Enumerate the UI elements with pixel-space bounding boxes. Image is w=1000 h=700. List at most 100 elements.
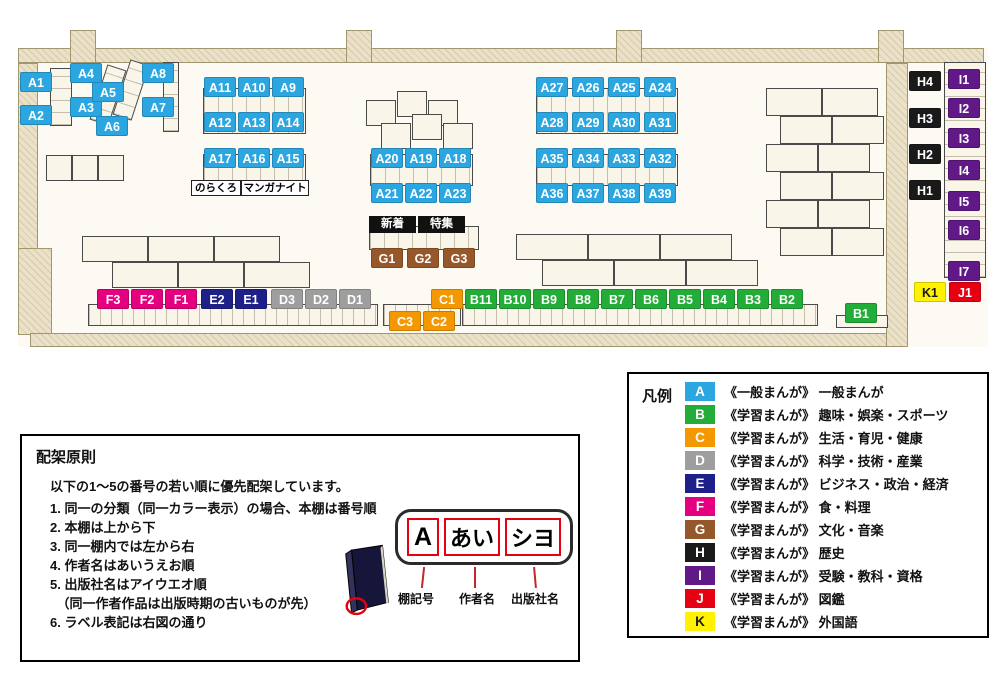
shelf-label-A23: A23 bbox=[439, 183, 471, 203]
shelf-label-A38: A38 bbox=[608, 183, 640, 203]
shelf-label-D2: D2 bbox=[305, 289, 337, 309]
legend-chip-J: J bbox=[685, 589, 715, 608]
shelf-label-A21: A21 bbox=[371, 183, 403, 203]
shelf-label-F3: F3 bbox=[97, 289, 129, 309]
shelf-label-A31: A31 bbox=[644, 112, 676, 132]
principles-box: 配架原則 以下の1～5の番号の若い順に優先配架しています。 1. 同一の分類（同… bbox=[20, 434, 580, 662]
shelf-label-B4: B4 bbox=[703, 289, 735, 309]
shelf-label-A8: A8 bbox=[142, 63, 174, 83]
shelf-label-A36: A36 bbox=[536, 183, 568, 203]
shelf-label-B8: B8 bbox=[567, 289, 599, 309]
shelf-label-I6: I6 bbox=[948, 220, 980, 240]
shelf-label-A24: A24 bbox=[644, 77, 676, 97]
legend-chip-A: A bbox=[685, 382, 715, 401]
legend-row-C: C 《学習まんが》 生活・育児・健康 bbox=[685, 426, 949, 449]
legend-label-J: 《学習まんが》 図鑑 bbox=[724, 592, 845, 607]
shelf-label-A9: A9 bbox=[272, 77, 304, 97]
shelf-block bbox=[412, 114, 442, 140]
label-position-circle bbox=[345, 597, 368, 616]
wall-segment bbox=[346, 30, 372, 63]
shelf-block bbox=[780, 116, 832, 144]
shelf-block bbox=[542, 260, 614, 286]
shelf-label-C2: C2 bbox=[423, 311, 455, 331]
shelf-label-B11: B11 bbox=[465, 289, 497, 309]
shelf-label-A39: A39 bbox=[644, 183, 676, 203]
caption-shelf-code: 棚記号 bbox=[398, 592, 435, 606]
label-example-author: あい bbox=[444, 518, 500, 556]
shelf-label-A28: A28 bbox=[536, 112, 568, 132]
label-example-shelf-code: A bbox=[407, 518, 439, 556]
legend-row-H: H《学習まんが》 歴史 bbox=[685, 541, 949, 564]
wall-segment bbox=[18, 48, 984, 63]
shelf-label-A19: A19 bbox=[405, 148, 437, 168]
shelf-label-B7: B7 bbox=[601, 289, 633, 309]
legend-row-G: G《学習まんが》 文化・音楽 bbox=[685, 518, 949, 541]
shelf-block bbox=[72, 155, 98, 181]
shelf-block bbox=[822, 88, 878, 116]
principles-rule-2: 2. 本棚は上から下 bbox=[50, 520, 156, 535]
shelf-block bbox=[660, 234, 732, 260]
legend-label-D: 《学習まんが》 科学・技術・産業 bbox=[724, 454, 923, 469]
shelf-label-A11: A11 bbox=[204, 77, 236, 97]
legend-label-F: 《学習まんが》 食・料理 bbox=[724, 500, 871, 515]
legend-chip-C: C bbox=[685, 428, 715, 447]
shelf-label-F1: F1 bbox=[165, 289, 197, 309]
shelf-block bbox=[462, 304, 818, 326]
shelf-block bbox=[832, 172, 884, 200]
shelf-label-A27: A27 bbox=[536, 77, 568, 97]
shelf-block bbox=[614, 260, 686, 286]
shelf-label-A14: A14 bbox=[272, 112, 304, 132]
connector-line-shelf-code bbox=[420, 566, 426, 589]
wall-segment bbox=[616, 30, 642, 63]
shelf-label-A1: A1 bbox=[20, 72, 52, 92]
shelf-label-B5: B5 bbox=[669, 289, 701, 309]
legend-label-C: 《学習まんが》 生活・育児・健康 bbox=[724, 431, 923, 446]
shelf-label-G1: G1 bbox=[371, 248, 403, 268]
shelf-label-A30: A30 bbox=[608, 112, 640, 132]
legend-label-A: 《一般まんが》 一般まんが bbox=[724, 385, 884, 400]
shelf-label-A34: A34 bbox=[572, 148, 604, 168]
shelf-label-A15: A15 bbox=[272, 148, 304, 168]
legend-label-I: 《学習まんが》 受験・教科・資格 bbox=[724, 569, 923, 584]
shelf-label-A3: A3 bbox=[70, 97, 102, 117]
shelf-label-B3: B3 bbox=[737, 289, 769, 309]
wall-segment bbox=[878, 30, 904, 63]
shelf-label-H3: H3 bbox=[909, 108, 941, 128]
shelf-label-A35: A35 bbox=[536, 148, 568, 168]
shelf-block bbox=[98, 155, 124, 181]
shelf-label-B1: B1 bbox=[845, 303, 877, 323]
legend-chip-K: K bbox=[685, 612, 715, 631]
shelf-label-I4: I4 bbox=[948, 160, 980, 180]
principles-rule-7: 6. ラベル表記は右図の通り bbox=[50, 615, 208, 630]
shelf-label-A33: A33 bbox=[608, 148, 640, 168]
wall-segment bbox=[886, 63, 908, 347]
legend-chip-D: D bbox=[685, 451, 715, 470]
shelf-label-F2: F2 bbox=[131, 289, 163, 309]
caption-publisher: 出版社名 bbox=[511, 592, 560, 606]
shelf-block bbox=[381, 123, 411, 149]
shelf-label-A26: A26 bbox=[572, 77, 604, 97]
shelf-label-A37: A37 bbox=[572, 183, 604, 203]
shelf-label-D1: D1 bbox=[339, 289, 371, 309]
shelf-label-A18: A18 bbox=[439, 148, 471, 168]
legend-label-K: 《学習まんが》 外国語 bbox=[724, 615, 858, 630]
legend-row-I: I《学習まんが》 受験・教科・資格 bbox=[685, 564, 949, 587]
shelf-label-I7: I7 bbox=[948, 261, 980, 281]
shelf-label-A2: A2 bbox=[20, 105, 52, 125]
shelf-label-A10: A10 bbox=[238, 77, 270, 97]
shelf-block bbox=[50, 68, 72, 126]
shelf-block bbox=[214, 236, 280, 262]
shelf-block bbox=[46, 155, 72, 181]
shelf-label-B2: B2 bbox=[771, 289, 803, 309]
shelf-label-A20: A20 bbox=[371, 148, 403, 168]
shelf-label-B10: B10 bbox=[499, 289, 531, 309]
shelf-label-E1: E1 bbox=[235, 289, 267, 309]
shelf-block bbox=[148, 236, 214, 262]
wall-segment bbox=[70, 30, 96, 63]
shelf-block bbox=[112, 262, 178, 288]
legend-label-H: 《学習まんが》 歴史 bbox=[724, 546, 845, 561]
shelf-block bbox=[82, 236, 148, 262]
legend-row-J: J 《学習まんが》 図鑑 bbox=[685, 587, 949, 610]
